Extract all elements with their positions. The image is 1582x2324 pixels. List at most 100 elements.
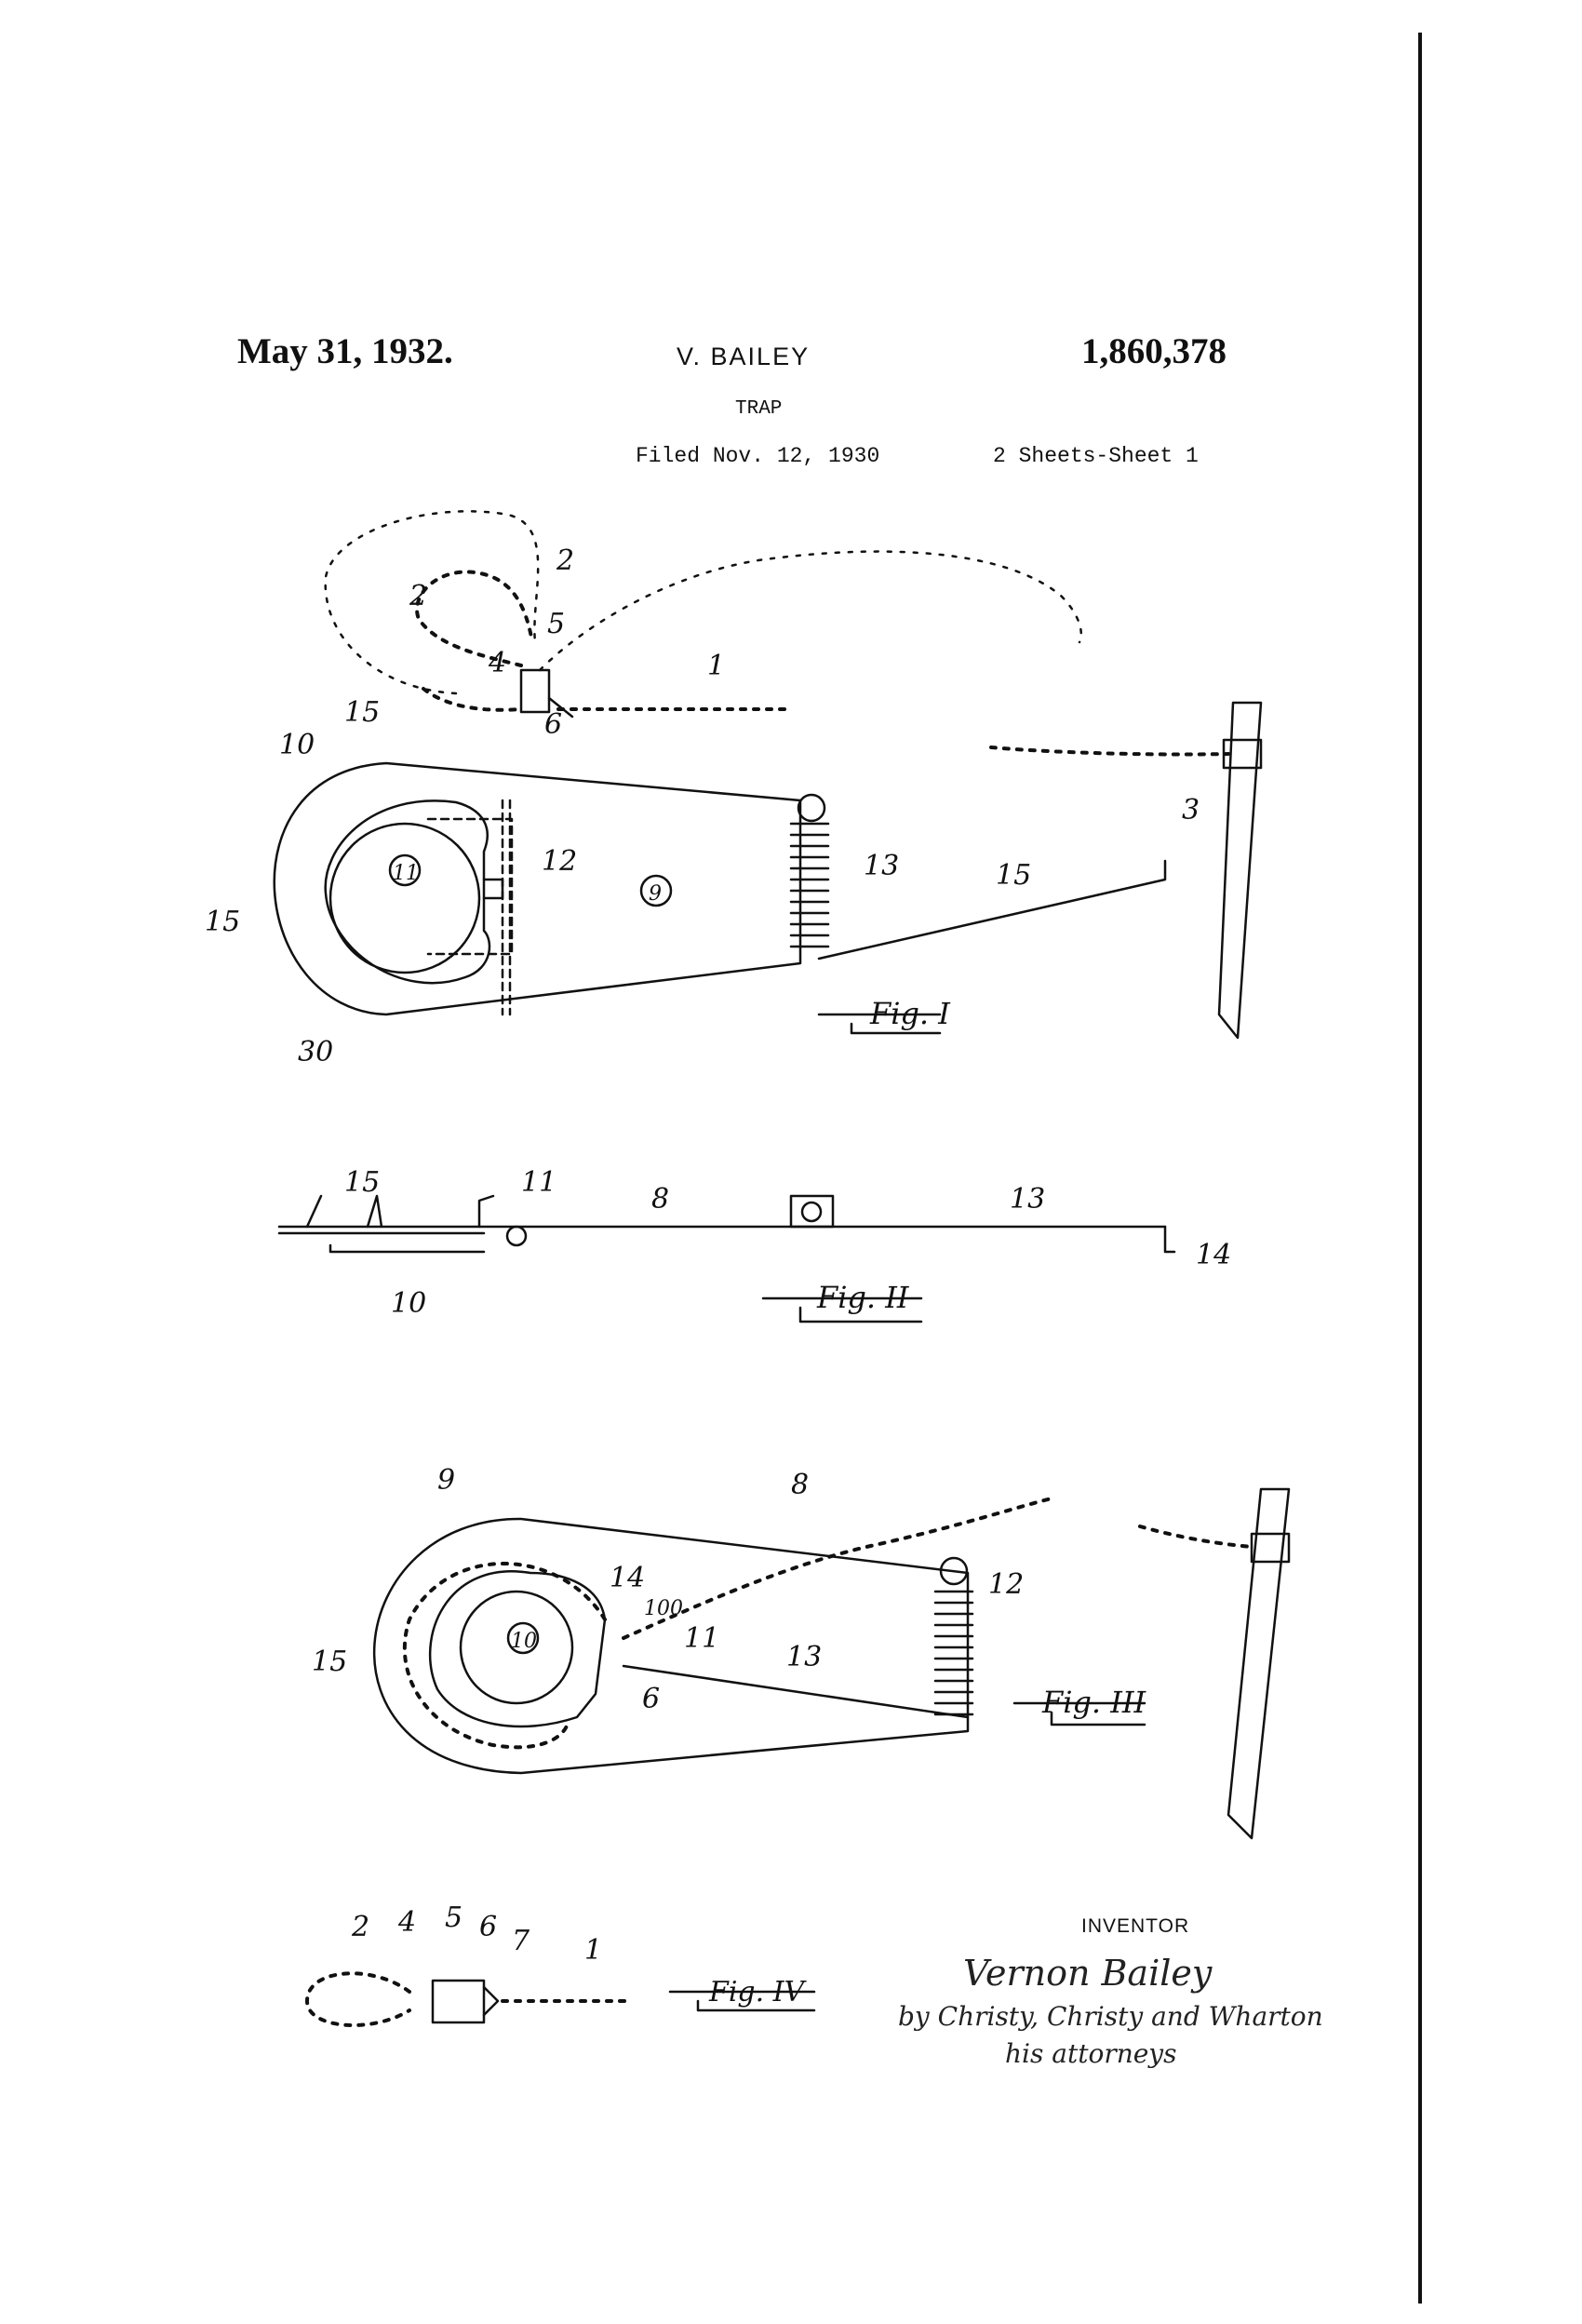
fig3-ref-15: 15: [312, 1646, 347, 1678]
fig2-ref-8: 8: [651, 1183, 669, 1216]
fig1-ref-12: 13: [864, 850, 899, 882]
trap-body: [273, 761, 802, 1016]
fig1-ref-1: 1: [707, 650, 725, 682]
fig3-arm-13: [622, 1664, 970, 1719]
fig3-chain-in-jaws: [402, 1562, 607, 1750]
fig2-hinge: [505, 1225, 528, 1247]
fig1-underline: [817, 1013, 942, 1035]
fig3-ref-14: 14: [610, 1562, 645, 1594]
fig4-hook-6: [482, 1985, 500, 2017]
fig2-bar-lower: [277, 1231, 486, 1254]
fig3-ref-12: 12: [988, 1568, 1024, 1601]
chain-loop: [415, 570, 534, 667]
fig3-label-circle-10: [506, 1621, 540, 1655]
fig3-spring-eye: [939, 1556, 969, 1586]
fig1-ref-6: 6: [544, 708, 562, 741]
fig2-hook-14: [1163, 1225, 1176, 1254]
patent-date: May 31, 1932.: [237, 331, 453, 371]
fig2-ref-13: 13: [1010, 1183, 1045, 1216]
fig3-stake: [1227, 1487, 1291, 1840]
fig2-teeth-15: [305, 1194, 383, 1229]
patent-title: TRAP: [735, 398, 783, 420]
trigger-arm-13: [817, 859, 1167, 960]
fig4-ref-2: 2: [351, 1911, 369, 1943]
hook-6: [547, 696, 574, 719]
label-circle-10: [388, 853, 422, 887]
fig1-ref-9: 10: [279, 729, 315, 761]
loose-chain-dotted-2: [538, 550, 1083, 672]
fig3-chain-out: [622, 1497, 1053, 1640]
sheet-count: 2 Sheets-Sheet 1: [993, 444, 1199, 468]
fig1-ref-13: 15: [996, 859, 1031, 892]
fig3-ref-13: 13: [786, 1641, 822, 1673]
fig2-spring-coil: [800, 1201, 823, 1223]
spring-12: [789, 822, 830, 948]
swivel-clip: [519, 668, 551, 714]
stake-ring: [1222, 738, 1263, 770]
fig4-label: Fig. IV: [708, 1976, 808, 2008]
figure-3: [372, 1487, 1291, 1840]
trigger-11: [482, 878, 504, 900]
fig1-ref-5: 5: [547, 608, 565, 640]
fig3-body: [372, 1517, 970, 1775]
fig2-label: Fig. II: [816, 1280, 910, 1315]
stake-chain: [989, 746, 1230, 757]
inventor-label: INVENTOR: [1081, 1915, 1190, 1937]
fig1-ref-2a: 2: [556, 544, 574, 577]
fig1-ref-10: 11: [393, 862, 419, 885]
fig4-swivel-5: [431, 1979, 486, 2024]
fig3-underline: [1012, 1701, 1146, 1726]
signature-attorneys: by Christy, Christy and Wharton: [898, 2001, 1323, 2032]
fig2-ref-11: 11: [521, 1166, 556, 1199]
fig3-ref-8: 8: [791, 1469, 809, 1501]
fig4-chain-loop-2: [305, 1971, 411, 2027]
fig3-jaw-ring: [428, 1570, 607, 1728]
fig2-underline: [761, 1296, 923, 1323]
fig1-ref-3: 3: [1182, 794, 1200, 826]
fig3-ref-6: 6: [642, 1683, 660, 1715]
fig2-ref-15: 15: [344, 1166, 380, 1199]
fig3-label: Fig. III: [1041, 1685, 1147, 1720]
fig4-ref-5: 5: [445, 1901, 463, 1934]
fig3-ref-9: 9: [437, 1464, 455, 1497]
fig3-ref-100: 100: [644, 1597, 683, 1620]
fig2-spring-block: [789, 1194, 835, 1229]
fig3-ref-10: 10: [511, 1630, 537, 1653]
fig1-label: Fig. I: [869, 996, 951, 1031]
stake-3: [1217, 701, 1263, 1040]
label-circle-8: [639, 874, 673, 907]
fig3-spring-12: [933, 1590, 974, 1716]
fig4-ref-4: 4: [397, 1906, 416, 1939]
fig1-ref-15a: 15: [344, 696, 380, 729]
fig1-ref-2b: 2: [409, 580, 427, 612]
signature-inventor: Vernon Bailey: [963, 1953, 1213, 1994]
figure-1: [273, 510, 1263, 1040]
fig2-ref-14: 14: [1196, 1239, 1231, 1271]
filing-date: Filed Nov. 12, 1930: [636, 444, 880, 468]
figure-2: [277, 1194, 1176, 1323]
signature-role: his attorneys: [1005, 2038, 1177, 2069]
spring-eye: [797, 793, 826, 823]
fig3-pan-10: [459, 1590, 574, 1705]
fig3-stake-chain: [1138, 1525, 1254, 1549]
fig3-stake-ring: [1250, 1532, 1291, 1564]
fig1-ref-4: 4: [488, 647, 506, 679]
pan-10: [328, 822, 481, 974]
fig3-ref-11: 11: [684, 1622, 719, 1655]
fig4-ref-6: 6: [479, 1911, 497, 1943]
fig4-underline: [668, 1990, 816, 2012]
fig1-ref-15b: 15: [205, 906, 240, 938]
chain-2-lower: [422, 687, 523, 712]
fig1-ref-15c: 30: [298, 1036, 333, 1068]
fig1-ref-11: 12: [542, 845, 577, 878]
hinge-dashed: [426, 799, 514, 1016]
fig2-ref-10: 10: [391, 1287, 426, 1320]
fig4-ref-1: 1: [584, 1934, 602, 1967]
fig2-trigger-11: [477, 1194, 495, 1229]
figure-4: [305, 1971, 816, 2027]
fig1-ref-8: 9: [649, 882, 662, 906]
margin-rule: [1418, 33, 1422, 2304]
inventor-name: V. BAILEY: [677, 343, 811, 370]
jaw-ring: [324, 799, 491, 985]
